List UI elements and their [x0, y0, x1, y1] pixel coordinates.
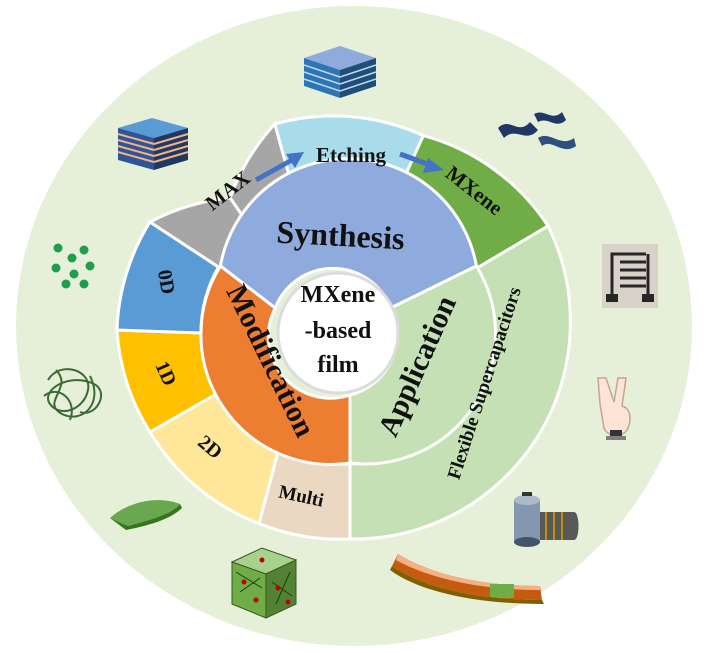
nanosheet-icon: [110, 500, 182, 530]
nanofiber-tangle-icon: [43, 368, 103, 421]
synthesis-label: Synthesis: [276, 214, 406, 257]
center-line-1: MXene: [301, 282, 376, 308]
quantum-dots-icon: [51, 243, 95, 289]
cylindrical-supercapacitor-icon: [514, 492, 579, 547]
0d-label: 0D: [153, 268, 179, 296]
mxene-flakes-icon: [498, 112, 576, 150]
center-circle: [276, 271, 400, 395]
center-line-2: -based: [305, 318, 372, 344]
interdigitated-electrode-icon: [602, 244, 658, 308]
center-line-3: film: [317, 352, 358, 378]
arrow-etching-mxene: [399, 151, 444, 173]
rolled-film-icon: [390, 554, 544, 604]
segment-synthesis: [218, 157, 479, 311]
wearable-hand-icon: [597, 377, 631, 440]
3d-network-icon: [230, 547, 298, 619]
stacked-layers-etched-icon: [303, 46, 377, 98]
inner-ring: [199, 157, 498, 466]
segment-modification: [199, 263, 352, 466]
arrow-max-etching: [254, 152, 304, 183]
etching-label: Etching: [316, 143, 387, 167]
stacked-layers-max-icon: [117, 118, 189, 170]
